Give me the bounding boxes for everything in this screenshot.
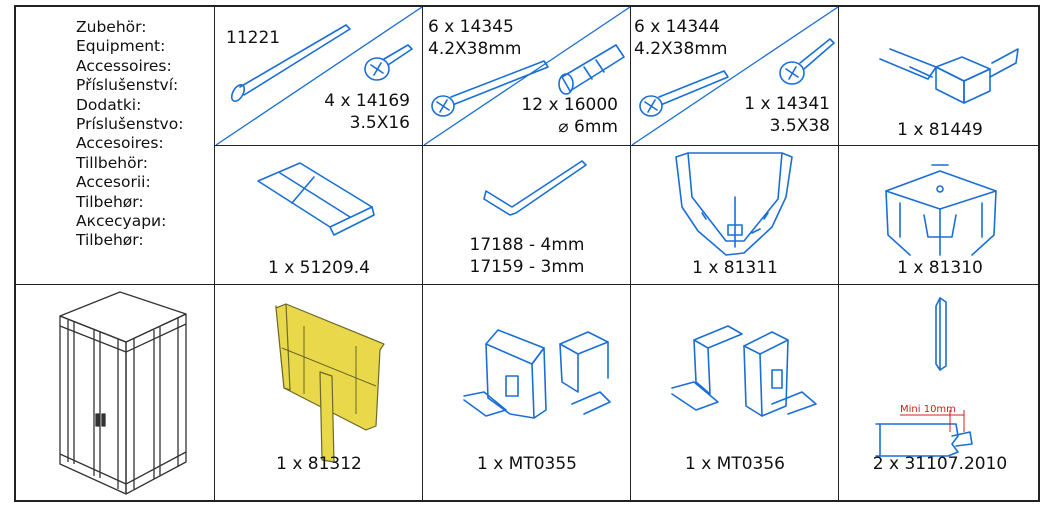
language-label: Příslušenství: (76, 76, 179, 95)
part-cell-connector-mt0356: 1 x MT0356 (632, 286, 838, 502)
language-label: Equipment: (76, 37, 166, 56)
part-label: 1 x 81310 (897, 258, 983, 278)
part-cell-corner-connector: 1 x 81449 (840, 7, 1040, 145)
language-label: Accesorii: (76, 173, 151, 192)
part-quantity: 1 x 14341 (744, 94, 830, 114)
part-size: 4.2X38mm (428, 39, 522, 59)
part-label: 1 x MT0356 (685, 454, 785, 474)
language-label: Tilbehør: (76, 231, 144, 250)
part-quantity: 4 x 14169 (324, 91, 410, 111)
language-label: Accessoires: (76, 56, 172, 75)
part-label: 1 x 51209.4 (268, 258, 370, 278)
part-label: 1 x 81311 (692, 258, 778, 278)
part-label: 1 x MT0355 (477, 454, 577, 474)
grid-line (838, 7, 839, 500)
language-list: Zubehör: Equipment: Accessoires: Přísluš… (76, 18, 183, 251)
mini-note: Mini 10mm (900, 404, 956, 415)
language-label: Аксесуари: (76, 212, 167, 231)
part-size: 3.5X38 (769, 116, 830, 136)
part-size: 4.2X38mm (634, 39, 728, 59)
language-label: Accesoires: (76, 134, 164, 153)
part-cell-screws-plugs: 6 x 14345 4.2X38mm 12 x 16000 ⌀ 6mm (424, 7, 630, 145)
shower-enclosure-drawing (16, 286, 213, 502)
part-cell-seal-strip: 1 x 51209.4 (216, 147, 422, 284)
grid-line (422, 7, 423, 500)
grid-line (214, 145, 1038, 146)
language-label: Tillbehör: (76, 153, 148, 172)
part-cell-cover-81310: 1 x 81310 (840, 147, 1040, 284)
grid-line (214, 7, 215, 500)
accessory-sheet: Zubehör: Equipment: Accessoires: Přísluš… (14, 5, 1040, 502)
part-code: 6 x 14344 (634, 17, 720, 37)
part-label: 2 x 31107.2010 (872, 454, 1008, 474)
part-label: 1 x 81449 (897, 120, 983, 140)
language-label: Dodatki: (76, 95, 142, 114)
part-cell-allen-keys: 17188 - 4mm 17159 - 3mm (424, 147, 630, 284)
part-code: 11221 (226, 28, 281, 48)
part-label: 17188 - 4mm (469, 235, 585, 255)
language-label: Príslušenstvo: (76, 115, 184, 134)
part-cell-bracket-81312: 1 x 81312 (216, 286, 422, 502)
part-cell-profile-seal: Mini 10mm 2 x 31107.2010 (840, 286, 1040, 502)
part-cell-screws-nails: 11221 4 x 14169 3.5X16 (216, 7, 422, 145)
language-label: Tilbehør: (76, 192, 144, 211)
part-size: ⌀ 6mm (558, 117, 618, 137)
part-cell-screws: 6 x 14344 4.2X38mm 1 x 14341 3.5X38 (632, 7, 838, 145)
language-label: Zubehör: (76, 18, 147, 36)
part-label: 1 x 81312 (276, 454, 362, 474)
part-label: 17159 - 3mm (469, 257, 585, 277)
part-size: 3.5X16 (349, 113, 410, 133)
part-cell-connector-mt0355: 1 x MT0355 (424, 286, 630, 502)
grid-line (16, 284, 1038, 285)
part-quantity: 12 x 16000 (521, 95, 618, 115)
part-code: 6 x 14345 (428, 17, 514, 37)
part-cell-cover-81311: 1 x 81311 (632, 147, 838, 284)
grid-line (630, 7, 631, 500)
